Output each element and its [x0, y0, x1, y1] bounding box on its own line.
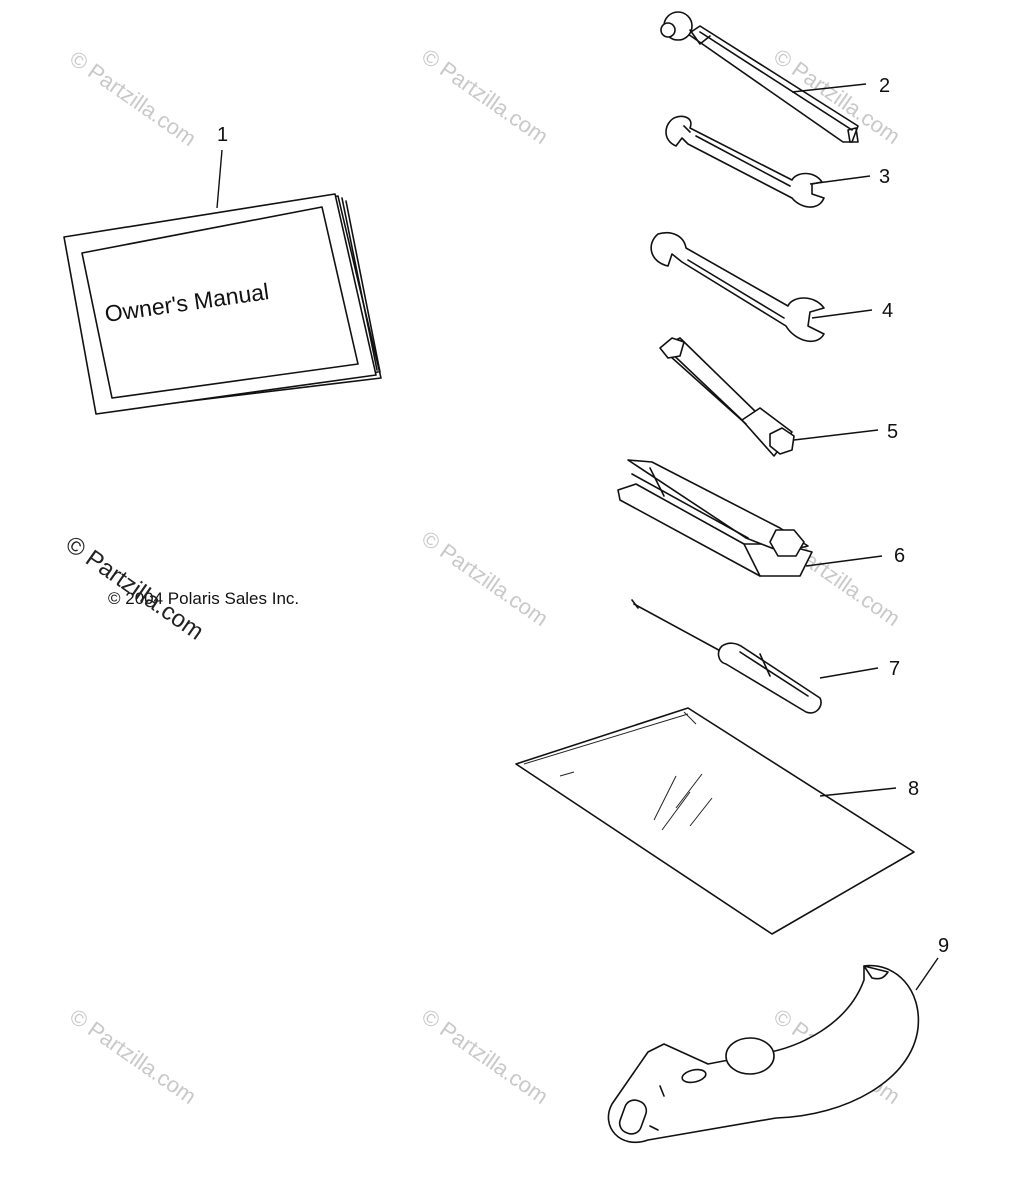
- large-wrench: [650, 232, 825, 343]
- watermark: © Partzilla.com: [417, 44, 553, 150]
- tool-holder: [617, 459, 813, 577]
- callout-number: 2: [879, 75, 890, 97]
- bracket: [607, 964, 920, 1144]
- leader-line-4: [811, 309, 873, 319]
- leader-line-5: [793, 429, 879, 441]
- callout-number: 3: [879, 166, 890, 188]
- small-wrench: [665, 115, 825, 208]
- callout-number: 6: [894, 545, 905, 567]
- watermark: © Partzilla.com: [65, 1004, 201, 1110]
- leader-line-9: [915, 957, 939, 991]
- leader-line-7: [819, 667, 879, 679]
- spark-plug-socket: [659, 337, 795, 457]
- copyright-notice: © 2004 Polaris Sales Inc.: [108, 589, 299, 608]
- watermark: © Partzilla.com: [65, 46, 201, 152]
- callout-numbers: 1 2 3 4 5 6 7 8 9: [217, 75, 949, 957]
- callout-number: 9: [938, 935, 949, 957]
- leader-line-3: [809, 175, 871, 185]
- leader-line-2: [791, 83, 867, 93]
- screwdriver: [631, 599, 822, 714]
- callout-number: 8: [908, 778, 919, 800]
- pressure-gauge: [660, 11, 859, 143]
- callout-number: 4: [882, 300, 893, 322]
- leader-line-8: [819, 787, 897, 797]
- document-pouch: [515, 707, 915, 935]
- callout-number: 5: [887, 421, 898, 443]
- leader-lines: [216, 83, 939, 991]
- callout-number: 1: [217, 124, 228, 146]
- callout-number: 7: [889, 658, 900, 680]
- watermark: © Partzilla.com: [417, 1004, 553, 1110]
- owners-manual: Owner's Manual: [63, 193, 382, 415]
- watermark: © Partzilla.com: [417, 526, 553, 632]
- leader-line-6: [805, 555, 883, 567]
- leader-line-1: [216, 149, 223, 209]
